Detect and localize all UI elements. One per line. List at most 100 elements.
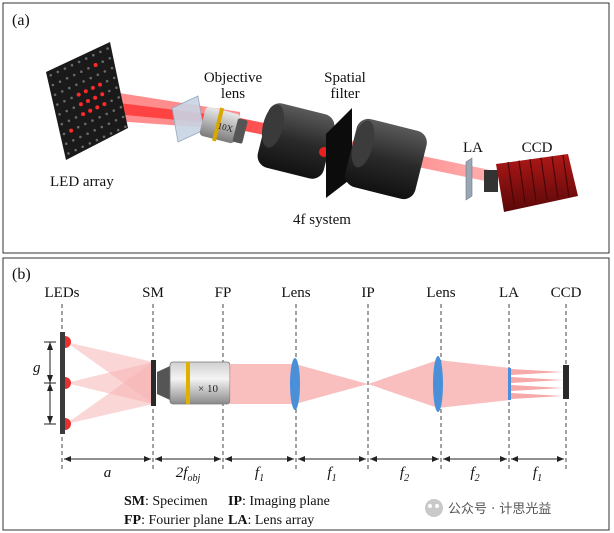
- legend: SM: Specimen FP: Fourier plane IP: Imagi…: [124, 494, 330, 528]
- legend-sm-abbr: SM: [124, 494, 145, 509]
- ccd-mount: [484, 170, 498, 192]
- tube-1-face: [261, 104, 285, 148]
- led-dot: [56, 103, 59, 106]
- led-dot: [67, 152, 70, 155]
- beam-ip-lens2: [368, 360, 438, 408]
- led-dot: [102, 102, 107, 107]
- objective-b-band: [186, 362, 190, 404]
- led-dot: [112, 76, 116, 80]
- led-dot: [108, 57, 112, 60]
- led-dot: [86, 132, 89, 135]
- led-dot: [75, 83, 78, 87]
- legend-sm-text: : Specimen: [145, 494, 208, 509]
- legend-fp-abbr: FP: [124, 513, 142, 528]
- ccd-fin: [529, 159, 537, 202]
- led-dot: [100, 125, 104, 129]
- objective-b-nose: [157, 366, 170, 400]
- dimension-arrow-right: [359, 456, 366, 462]
- led-dot: [78, 102, 83, 107]
- legend-la-text: : Lens array: [247, 513, 314, 528]
- objective-tip: [232, 118, 248, 144]
- led-dot: [106, 47, 109, 50]
- led-dot: [119, 105, 123, 109]
- led-dot: [93, 63, 98, 67]
- led-dot: [88, 142, 92, 145]
- ccd-fin: [540, 157, 548, 200]
- ccd-fins: [507, 154, 570, 205]
- led-top: [65, 336, 71, 348]
- cone-bottom: [66, 362, 153, 424]
- label-objective-line1: Objective: [204, 70, 263, 86]
- lens-array-beamlet: [511, 377, 563, 383]
- led-dot: [72, 73, 76, 77]
- dimension-label: 2fobj: [176, 465, 201, 484]
- led-dot: [69, 128, 74, 133]
- lens-array-beamlet: [511, 369, 563, 375]
- legend-ip-text: : Imaging plane: [242, 494, 330, 509]
- column-label: CCD: [551, 285, 582, 301]
- dimension-arrow-right: [557, 456, 564, 462]
- objective-marking-a: 10X: [217, 121, 235, 135]
- ccd-fin: [518, 160, 526, 203]
- column-label: IP: [361, 285, 374, 301]
- led-dot: [117, 96, 120, 99]
- dimension-arrow-left: [298, 456, 305, 462]
- led-dot: [81, 145, 84, 149]
- led-bar: [60, 332, 65, 434]
- led-dot: [110, 66, 114, 70]
- watermark-text: 公众号 · 计思光益: [448, 502, 551, 517]
- g-spacing-marker: [44, 341, 56, 425]
- led-dot: [72, 139, 75, 142]
- led-dot: [114, 119, 118, 122]
- led-dot: [60, 90, 64, 93]
- led-dot: [51, 83, 55, 87]
- watermark-icon: [425, 499, 443, 517]
- objective-b-marking: × 10: [198, 383, 218, 395]
- dimension-arrow-left: [225, 456, 232, 462]
- led-middle: [65, 377, 71, 389]
- led-bottom: [65, 418, 71, 430]
- illumination-cones: [66, 342, 153, 424]
- led-dot: [76, 125, 80, 129]
- label-spatial-line1: Spatial: [324, 70, 366, 86]
- led-dot: [83, 89, 88, 94]
- ccd-sensor-b: [563, 365, 569, 399]
- led-dot: [49, 73, 52, 77]
- led-dot: [58, 80, 62, 83]
- legend-la-abbr: LA: [228, 513, 248, 528]
- beam-fp-lens1: [230, 364, 295, 404]
- dimension-arrow-right: [144, 456, 151, 462]
- led-array: [46, 42, 128, 160]
- led-dot: [95, 138, 99, 142]
- lens-array-b: [508, 368, 511, 400]
- led-dot: [96, 73, 100, 77]
- led-dot: [98, 115, 101, 119]
- objective-b: × 10: [157, 361, 231, 405]
- led-dot: [110, 99, 113, 103]
- lens-array-element: [465, 157, 473, 201]
- panel-b-tag: (b): [12, 266, 31, 283]
- led-dot: [108, 89, 111, 93]
- dimension-arrow-right: [432, 456, 439, 462]
- dimension-arrow-left: [64, 456, 71, 462]
- led-dot: [80, 70, 83, 73]
- column-label: Lens: [281, 285, 310, 301]
- dimension-arrow-right: [287, 456, 294, 462]
- legend-ip-abbr: IP: [228, 494, 242, 509]
- tube-2-face: [351, 120, 375, 168]
- led-dot: [63, 99, 66, 103]
- led-dot: [102, 135, 106, 139]
- dimension-arrow-left: [370, 456, 377, 462]
- led-dot: [93, 95, 98, 100]
- led-dot: [92, 53, 95, 57]
- led-dot: [68, 86, 71, 90]
- led-dot: [82, 80, 85, 83]
- label-g: g: [33, 360, 41, 376]
- label-4f-system: 4f system: [293, 212, 351, 228]
- ccd-fin: [562, 154, 570, 198]
- led-dot: [76, 92, 81, 97]
